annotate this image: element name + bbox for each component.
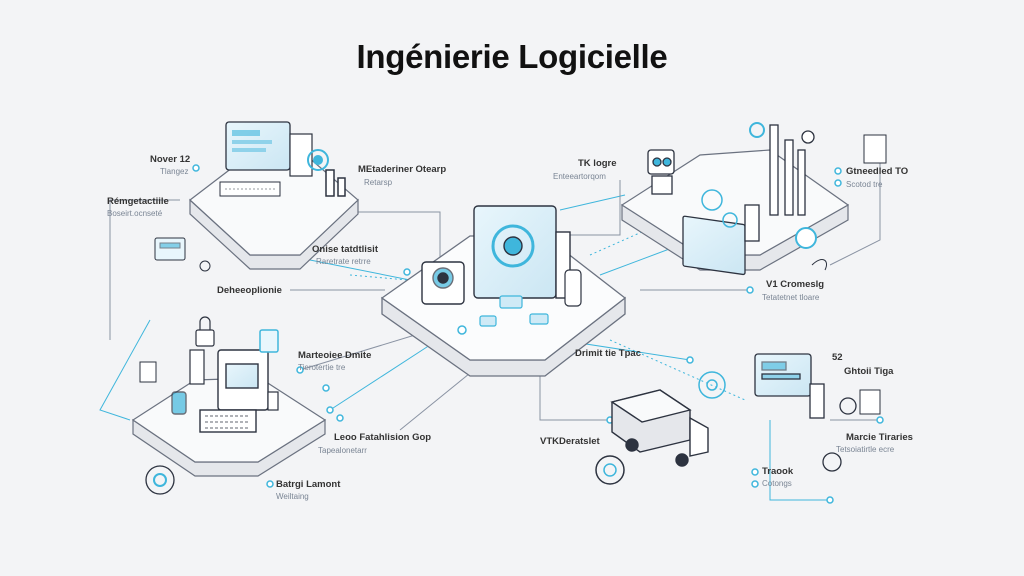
connector-center-bottomleft [299, 334, 416, 371]
computer-terminal-icon [171, 349, 269, 433]
label-bottom-left-c: Batrgi Lamont [276, 479, 341, 490]
cable-icon [811, 259, 827, 271]
target-icon [698, 371, 726, 399]
label-bottom-right-d: Marcie Tiraries [846, 432, 913, 443]
chip-icon [701, 189, 738, 228]
connector-center-topright [555, 180, 621, 236]
label-center-left: Deheeoplionie [217, 285, 282, 296]
robot-arm-icon [325, 169, 346, 197]
label-top-left-b: Rémgetactiile [107, 196, 169, 207]
sublabel-top-left-b: Boseirt.ocnseté [107, 209, 163, 218]
connector-center-bottomright [539, 365, 610, 421]
panel-icon [859, 389, 881, 415]
connector-left-vertical [109, 199, 180, 340]
label-bottom-left-a: Marteoiee Dmite [298, 350, 372, 361]
robot-head-icon [647, 149, 675, 195]
cylinder-icon [564, 269, 582, 307]
lock-icon [195, 316, 215, 347]
label-bottom-right-c: VTKDeratslet [540, 436, 600, 447]
gear-icon [307, 149, 329, 171]
connector-dashed-2 [589, 214, 681, 256]
platform-center [380, 205, 627, 377]
display-panel-icon [754, 353, 825, 419]
label-bottom-right-b: Ghtoii Tiga [844, 366, 894, 377]
sublabel-top-right-c: Tetatetnet tloare [762, 293, 820, 302]
battery-icon [139, 361, 157, 383]
settings-dial-icon [795, 227, 817, 249]
label-bottom-left-b: Leoo Fatahlision Gop [334, 432, 432, 443]
gauge-icon [145, 465, 175, 495]
sublabel-bottom-left-b: Tapealonetarr [318, 446, 367, 455]
sublabel-top-right-b: Scotod tre [846, 180, 883, 189]
gear-icon [595, 455, 625, 485]
valve-icon [822, 397, 857, 472]
connector-center-topright-cyan [559, 194, 626, 211]
connector-center-bottomleft-cyan [329, 344, 431, 411]
sublabel-top-left-d: Raretrate retrre [316, 257, 371, 266]
connector-right-vertical [829, 150, 881, 266]
clock-icon [199, 260, 211, 272]
phone-icon [259, 329, 279, 353]
label-top-right-a: TK logre [578, 158, 617, 169]
chip-icon [479, 295, 549, 327]
workstation-monitor-icon [219, 121, 313, 197]
connector-center-bottomleft-2 [399, 364, 481, 431]
sublabel-bottom-right-d: Tetsoiatirtle ecre [836, 445, 895, 454]
sublabel-top-right-a: Enteeartorqom [553, 172, 606, 181]
page-title: Ingénierie Logicielle [356, 38, 668, 75]
label-top-left-d: Onise tatdtlisit [312, 244, 378, 255]
platform-bottom-left [131, 316, 327, 495]
camera-module-icon [421, 261, 465, 305]
platform-top-right [620, 122, 887, 276]
label-bottom-right-a: 52 [832, 352, 843, 363]
label-top-left-a: Nover 12 [150, 154, 191, 165]
platform-top-left [154, 121, 359, 272]
delivery-truck-icon [610, 389, 709, 467]
connection-lines [99, 150, 881, 501]
sublabel-top-left-c: Retarsp [364, 178, 393, 187]
card-icon [154, 237, 186, 261]
sublabel-bottom-left-a: Tierotertie tre [298, 363, 346, 372]
sublabel-bottom-right-e: Cotongs [762, 479, 792, 488]
sublabel-bottom-left-c: Weiltaing [276, 492, 309, 501]
server-stack-icon [189, 349, 279, 411]
label-top-left-c: MEtaderiner Otearp [358, 164, 447, 175]
central-server-hub-icon [473, 205, 571, 299]
label-top-right-b: Gtneedled TO [846, 166, 909, 177]
connector-left-cyan [99, 319, 151, 421]
status-led-icon [457, 325, 467, 335]
sublabel-top-left-a: Tlangez [160, 167, 189, 176]
industrial-robot-icon [682, 122, 815, 276]
bottom-right-cluster [595, 353, 881, 485]
connector-bottomright-cyan [769, 420, 830, 501]
label-center-bottom: Drimit tie Tpac [575, 348, 641, 359]
label-bottom-right-e: Traook [762, 466, 794, 477]
cabinet-icon [863, 134, 887, 164]
label-top-right-c: V1 Cromeslg [766, 279, 825, 290]
